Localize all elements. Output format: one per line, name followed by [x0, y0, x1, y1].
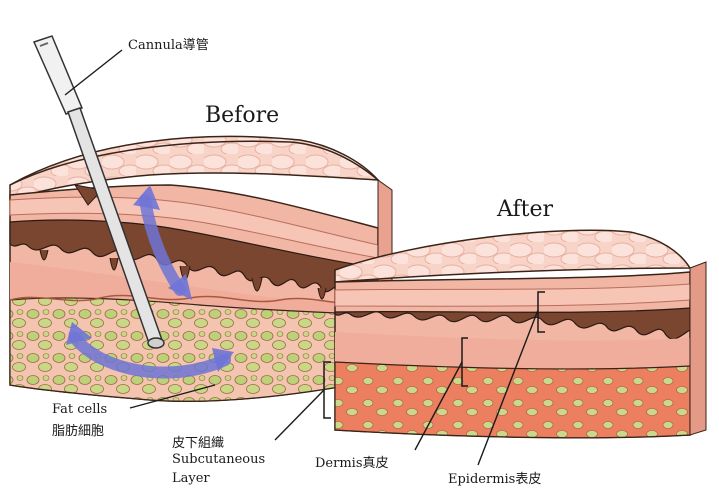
fat-cells-label-en: Fat cells [52, 402, 108, 417]
layer-label-en: Layer [172, 471, 210, 486]
subcutaneous-label-zh: 皮下組織 [172, 436, 225, 451]
after-fat-layer [334, 361, 691, 439]
leader-lines [64, 49, 539, 466]
before-fat-layer [9, 297, 379, 402]
fat-cells-label-zh: 脂肪細胞 [52, 424, 105, 439]
after-dermis-brown [334, 307, 691, 340]
epidermis-label: Epidermis表皮 [448, 472, 542, 487]
dermis-label: Dermis真皮 [315, 456, 389, 471]
before-title: Before [205, 103, 280, 128]
after-block [334, 229, 707, 439]
before-dermis-brown [9, 219, 379, 294]
cannula-instrument [32, 35, 165, 349]
before-block [9, 135, 393, 403]
after-epidermis-top [334, 229, 692, 283]
subcutaneous-label-en: Subcutaneous [172, 452, 266, 467]
cannula-label: Cannula導管 [128, 38, 209, 53]
after-title: After [497, 197, 554, 222]
suction-motion-arrows [66, 185, 234, 379]
